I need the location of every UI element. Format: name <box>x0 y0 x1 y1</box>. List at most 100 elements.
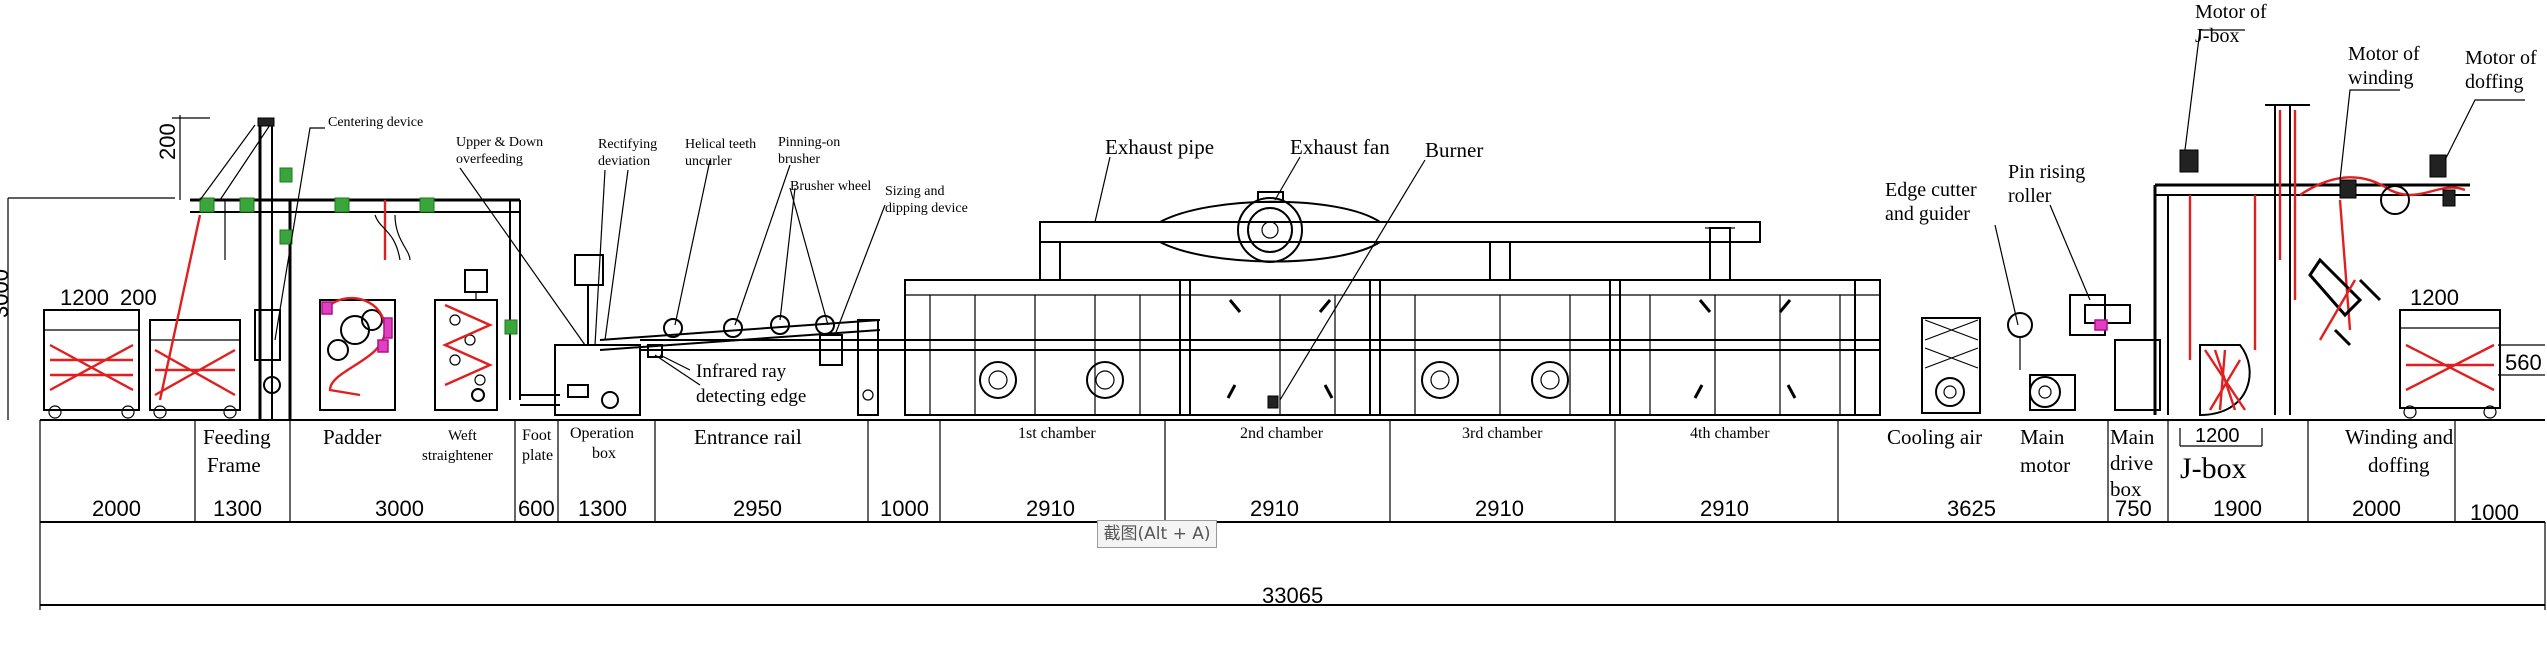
section-dim-9: 2910 <box>1250 496 1299 521</box>
section-name-weft-2: straightener <box>422 448 493 464</box>
label-motor-winding-1: Motor of <box>2348 43 2420 65</box>
label-sizing-1: Sizing and <box>885 184 945 199</box>
dim-560-right: 560 <box>2505 350 2542 375</box>
label-motor-jbox-1: Motor of <box>2195 1 2267 23</box>
leader-lines <box>274 29 2525 401</box>
dim-3000-vertical: 3000 <box>0 269 13 318</box>
fabric-cart-left-2 <box>149 319 241 419</box>
dim-200-vertical-group: 200 <box>155 115 210 200</box>
section-name-drive-2: drive <box>2110 451 2153 475</box>
label-helical-1: Helical teeth <box>685 137 756 152</box>
section-names: Feeding Frame Padder Weft straightener F… <box>203 425 2454 501</box>
winding-cart <box>2399 309 2501 419</box>
section-name-4th-chamber: 4th chamber <box>1690 425 1770 442</box>
section-name-entrance-rail: Entrance rail <box>694 425 802 449</box>
section-dim-5: 1300 <box>578 496 627 521</box>
section-name-operation-1: Operation <box>570 425 634 442</box>
section-dim-14: 750 <box>2115 496 2152 521</box>
label-motor-jbox-2: J-box <box>2195 25 2239 47</box>
left-height-dimension: 3000 <box>0 197 175 420</box>
section-dim-4: 600 <box>518 496 555 521</box>
operation-box <box>520 254 641 416</box>
weft-straightener <box>434 269 498 411</box>
section-name-foot-1: Foot <box>522 427 552 444</box>
oven-housing <box>904 279 1881 416</box>
section-name-drive-1: Main <box>2110 425 2155 449</box>
label-rectifying-2: deviation <box>598 154 650 169</box>
j-box <box>2153 104 2470 417</box>
label-exhaust-fan: Exhaust fan <box>1290 135 1390 159</box>
section-name-jbox-width: 1200 <box>2195 425 2240 447</box>
total-length-value: 33065 <box>1262 583 1323 608</box>
label-infrared-2: detecting edge <box>696 386 806 407</box>
dim-1200-left: 1200 <box>60 285 109 310</box>
section-name-weft-1: Weft <box>448 428 478 444</box>
label-exhaust-pipe: Exhaust pipe <box>1105 135 1214 159</box>
exhaust-fan <box>1237 191 1303 263</box>
section-name-drive-3: box <box>2110 477 2142 501</box>
section-name-jbox: J-box <box>2180 452 2247 485</box>
section-dim-15: 1900 <box>2213 496 2262 521</box>
label-centering-device: Centering device <box>328 115 423 130</box>
section-name-feeding-1: Feeding <box>203 425 271 449</box>
label-pin-rising-2: roller <box>2008 185 2052 207</box>
fabric-cart-left-1 <box>43 309 140 419</box>
total-length-dimension: 33065 <box>39 522 2546 610</box>
section-name-winding-2: doffing <box>2368 453 2430 477</box>
section-name-1st-chamber: 1st chamber <box>1018 425 1096 442</box>
edge-cutter <box>2069 294 2161 411</box>
label-motor-doffing-2: doffing <box>2465 71 2524 93</box>
section-name-2nd-chamber: 2nd chamber <box>1240 425 1324 442</box>
label-infrared-1: Infrared ray <box>696 361 787 382</box>
section-dim-11: 2910 <box>1700 496 1749 521</box>
section-dim-2: 3000 <box>375 496 424 521</box>
section-dim-7: 1000 <box>880 496 929 521</box>
cooling-unit <box>1921 317 1981 414</box>
burner-marks <box>1226 299 1797 409</box>
section-dim-12: 3625 <box>1947 496 1996 521</box>
section-name-winding-1: Winding and <box>2345 425 2454 449</box>
label-rectifying-1: Rectifying <box>598 137 657 152</box>
section-dim-8: 2910 <box>1026 496 1075 521</box>
section-name-operation-2: box <box>592 445 616 462</box>
main-motor <box>2007 312 2076 411</box>
section-table-lines <box>39 420 2545 523</box>
label-helical-2: uncurler <box>685 154 732 169</box>
section-name-main-motor-2: motor <box>2020 453 2070 477</box>
label-burner: Burner <box>1425 138 1483 162</box>
section-name-main-motor-1: Main <box>2020 425 2065 449</box>
section-dim-0: 2000 <box>92 496 141 521</box>
label-pinning-1: Pinning-on <box>778 135 840 150</box>
label-sizing-2: dipping device <box>885 201 968 216</box>
section-dimensions: 2000 1300 3000 600 1300 2950 1000 2910 2… <box>92 496 2519 525</box>
screenshot-hint-tooltip[interactable]: 截图(Alt + A) <box>1097 520 1217 548</box>
label-pin-rising-1: Pin rising <box>2008 161 2085 183</box>
exhaust-duct <box>1039 200 1761 281</box>
section-name-feeding-2: Frame <box>207 453 261 477</box>
section-dim-17: 1000 <box>2470 500 2519 525</box>
label-edge-cutter-2: and guider <box>1885 203 1970 225</box>
section-name-padder: Padder <box>323 425 381 449</box>
dim-200-left: 200 <box>120 285 157 310</box>
chamber-fans <box>979 361 1569 399</box>
section-dim-10: 2910 <box>1475 496 1524 521</box>
section-dim-6: 2950 <box>733 496 782 521</box>
padder <box>319 200 411 411</box>
section-name-3rd-chamber: 3rd chamber <box>1462 425 1543 442</box>
label-upper-down-1: Upper & Down <box>456 135 543 150</box>
entrance-rail <box>599 315 1880 416</box>
label-edge-cutter-1: Edge cutter <box>1885 179 1977 201</box>
label-pinning-2: brusher <box>778 152 820 167</box>
section-name-cooling-air: Cooling air <box>1887 425 1982 449</box>
feeding-frame <box>158 117 521 420</box>
label-motor-doffing-1: Motor of <box>2465 47 2537 69</box>
dim-200-vertical: 200 <box>155 123 180 160</box>
dim-1200-right: 1200 <box>2410 285 2459 310</box>
section-dim-1: 1300 <box>213 496 262 521</box>
label-upper-down-2: overfeeding <box>456 152 523 167</box>
section-name-foot-2: plate <box>522 447 553 464</box>
section-dim-16: 2000 <box>2352 496 2401 521</box>
label-motor-winding-2: winding <box>2348 67 2414 89</box>
label-brusher-wheel: Brusher wheel <box>790 179 871 194</box>
